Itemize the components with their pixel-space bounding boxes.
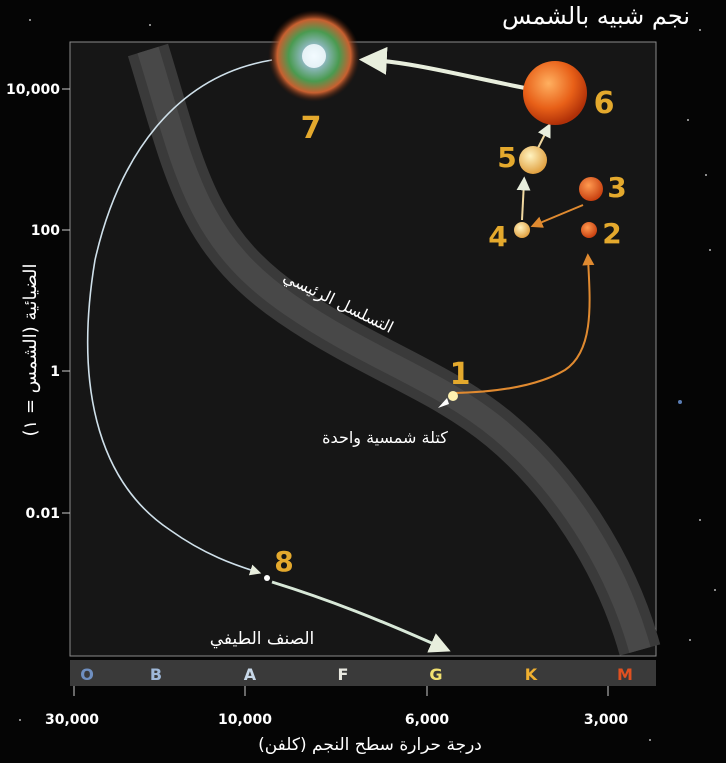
track-3-to-4 <box>530 204 584 228</box>
track-5-to-6 <box>537 122 551 149</box>
stage-number-1: 1 <box>450 357 471 392</box>
track-1-to-2 <box>454 253 595 394</box>
star-stage-3 <box>579 177 603 201</box>
pointer-stage-1 <box>438 398 449 408</box>
star-stage-6 <box>523 61 587 125</box>
star-stage-1 <box>448 391 458 401</box>
stage-number-2: 2 <box>602 217 621 250</box>
main-sequence-core <box>137 46 651 653</box>
spectral-class-bar <box>70 660 656 686</box>
nebula-core <box>302 44 326 68</box>
track-6-to-7 <box>358 46 526 90</box>
x-axis-ticks <box>73 686 609 696</box>
y-tick-label: 10,000 <box>6 82 60 98</box>
x-tick-label: 30,000 <box>45 712 99 728</box>
white-dwarf-stage-8 <box>264 575 270 581</box>
y-tick-label: 100 <box>31 223 60 239</box>
stage-number-6: 6 <box>594 86 615 121</box>
page-title: نجم شبيه بالشمس <box>502 2 690 30</box>
solar-mass-label: كتلة شمسية واحدة <box>322 428 448 448</box>
track-4-to-5 <box>516 176 531 221</box>
spectral-class-g: G <box>429 665 442 684</box>
spectral-class-o: O <box>80 665 94 684</box>
spectral-class-a: A <box>244 665 257 684</box>
y-axis-label: الضيائية (الشمس = ١) <box>20 264 41 437</box>
x-axis-label: درجة حرارة سطح النجم (كلفن) <box>258 735 482 755</box>
background-stars <box>19 19 716 741</box>
spectral-class-f: F <box>338 665 349 684</box>
track-8-cooling <box>271 580 451 653</box>
stage-number-5: 5 <box>497 141 516 174</box>
stage-number-8: 8 <box>274 545 293 578</box>
spectral-class-label: الصنف الطيفي <box>210 629 315 649</box>
y-axis-ticks <box>62 88 70 514</box>
star-stage-4 <box>514 222 530 238</box>
stage-number-7: 7 <box>301 111 322 146</box>
x-tick-label: 3,000 <box>584 712 629 728</box>
spectral-class-k: K <box>525 665 538 684</box>
x-tick-label: 6,000 <box>405 712 450 728</box>
star-stage-2 <box>581 222 597 238</box>
star-stage-5 <box>519 146 547 174</box>
y-tick-label: 1 <box>50 364 60 380</box>
stage-number-3: 3 <box>607 171 626 204</box>
track-7-to-8 <box>86 59 273 576</box>
spectral-class-m: M <box>617 665 633 684</box>
stage-number-4: 4 <box>488 220 507 253</box>
spectral-class-b: B <box>150 665 162 684</box>
y-tick-label: 0.01 <box>25 506 60 522</box>
x-tick-label: 10,000 <box>218 712 272 728</box>
